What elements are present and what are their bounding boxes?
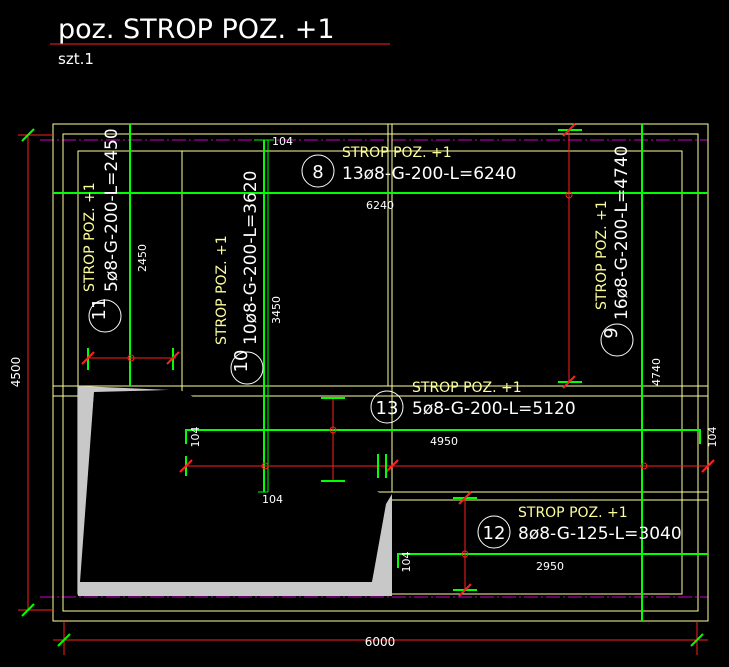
rebar-verticals bbox=[129, 124, 643, 621]
dimension-overall-height: 4500 bbox=[9, 357, 23, 388]
rebar-verticals-thin bbox=[254, 139, 274, 492]
bar-9-dimension: 4740 bbox=[650, 358, 663, 386]
bar-11-spec: 5ø8-G-200-L=2450 bbox=[102, 128, 122, 292]
bar-10-number-circle bbox=[230, 351, 264, 385]
bar-13-dimension: 4950 bbox=[430, 435, 458, 448]
axis-lines bbox=[40, 139, 708, 598]
rebar-10: 10 STROP POZ. +1 10ø8-G-200-L=3620 3450 … bbox=[214, 135, 293, 506]
drawing-subtitle: szt.1 bbox=[58, 50, 94, 68]
bar-12-label: STROP POZ. +1 bbox=[518, 505, 628, 521]
bar-10-number: 10 bbox=[231, 350, 252, 373]
bar-8-number-circle bbox=[301, 154, 335, 188]
rebar-11: 11 STROP POZ. +1 5ø8-G-200-L=2450 2450 bbox=[81, 128, 180, 370]
bar-11-number: 11 bbox=[89, 298, 110, 321]
bar-12-number: 12 bbox=[483, 523, 506, 544]
opening-hatch-wedge bbox=[372, 494, 392, 596]
bar-12-dimension: 2950 bbox=[536, 560, 564, 573]
bar-11-number-circle bbox=[88, 299, 122, 333]
bar-8-number: 8 bbox=[312, 162, 323, 183]
bar-13-number-circle bbox=[370, 390, 404, 424]
overall-dimensions bbox=[18, 134, 708, 655]
bar-10-bottom-anchor: 104 bbox=[262, 493, 283, 506]
bar-13-label: STROP POZ. +1 bbox=[412, 380, 522, 396]
bar-10-label: STROP POZ. +1 bbox=[214, 235, 230, 345]
rebar-9: 9 STROP POZ. +1 16ø8-G-200-L=4740 4740 bbox=[558, 123, 663, 389]
bar-12-spec: 8ø8-G-125-L=3040 bbox=[518, 524, 682, 544]
bar-9-number-circle bbox=[600, 323, 634, 357]
bar-12-number-circle bbox=[477, 515, 511, 549]
overall-ticks bbox=[21, 128, 704, 647]
bar-10-spec: 10ø8-G-200-L=3620 bbox=[241, 171, 261, 345]
opening-void bbox=[82, 390, 386, 582]
bar-11-dimension: 2450 bbox=[136, 244, 149, 272]
bar-9-label: STROP POZ. +1 bbox=[594, 200, 610, 310]
bar-11-label: STROP POZ. +1 bbox=[82, 182, 98, 292]
bar-13-right-anchor: 104 bbox=[706, 427, 719, 448]
bar-10-top-anchor: 104 bbox=[272, 135, 293, 148]
bar-9-number: 9 bbox=[601, 327, 622, 338]
bar-8-spec: 13ø8-G-200-L=6240 bbox=[342, 164, 516, 184]
bar-8-label: STROP POZ. +1 bbox=[342, 145, 452, 161]
rebar-12: 12 STROP POZ. +1 8ø8-G-125-L=3040 2950 1… bbox=[397, 491, 708, 597]
bar-13-left-anchor: 104 bbox=[189, 427, 202, 448]
bar-10-dimension: 3450 bbox=[270, 296, 283, 324]
rebar-8: 8 STROP POZ. +1 13ø8-G-200-L=6240 6240 bbox=[53, 145, 708, 212]
bar-12-left-anchor: 104 bbox=[400, 552, 413, 573]
bar-13-number: 13 bbox=[376, 398, 399, 419]
bar-13-spec: 5ø8-G-200-L=5120 bbox=[412, 399, 576, 419]
drawing-title: poz. STROP POZ. +1 bbox=[58, 14, 335, 45]
bar-8-dimension: 6240 bbox=[366, 199, 394, 212]
rebar-13: 13 STROP POZ. +1 5ø8-G-200-L=5120 4950 1… bbox=[179, 380, 719, 482]
bar-9-spec: 16ø8-G-200-L=4740 bbox=[612, 146, 632, 320]
dimension-overall-width: 6000 bbox=[365, 635, 396, 649]
